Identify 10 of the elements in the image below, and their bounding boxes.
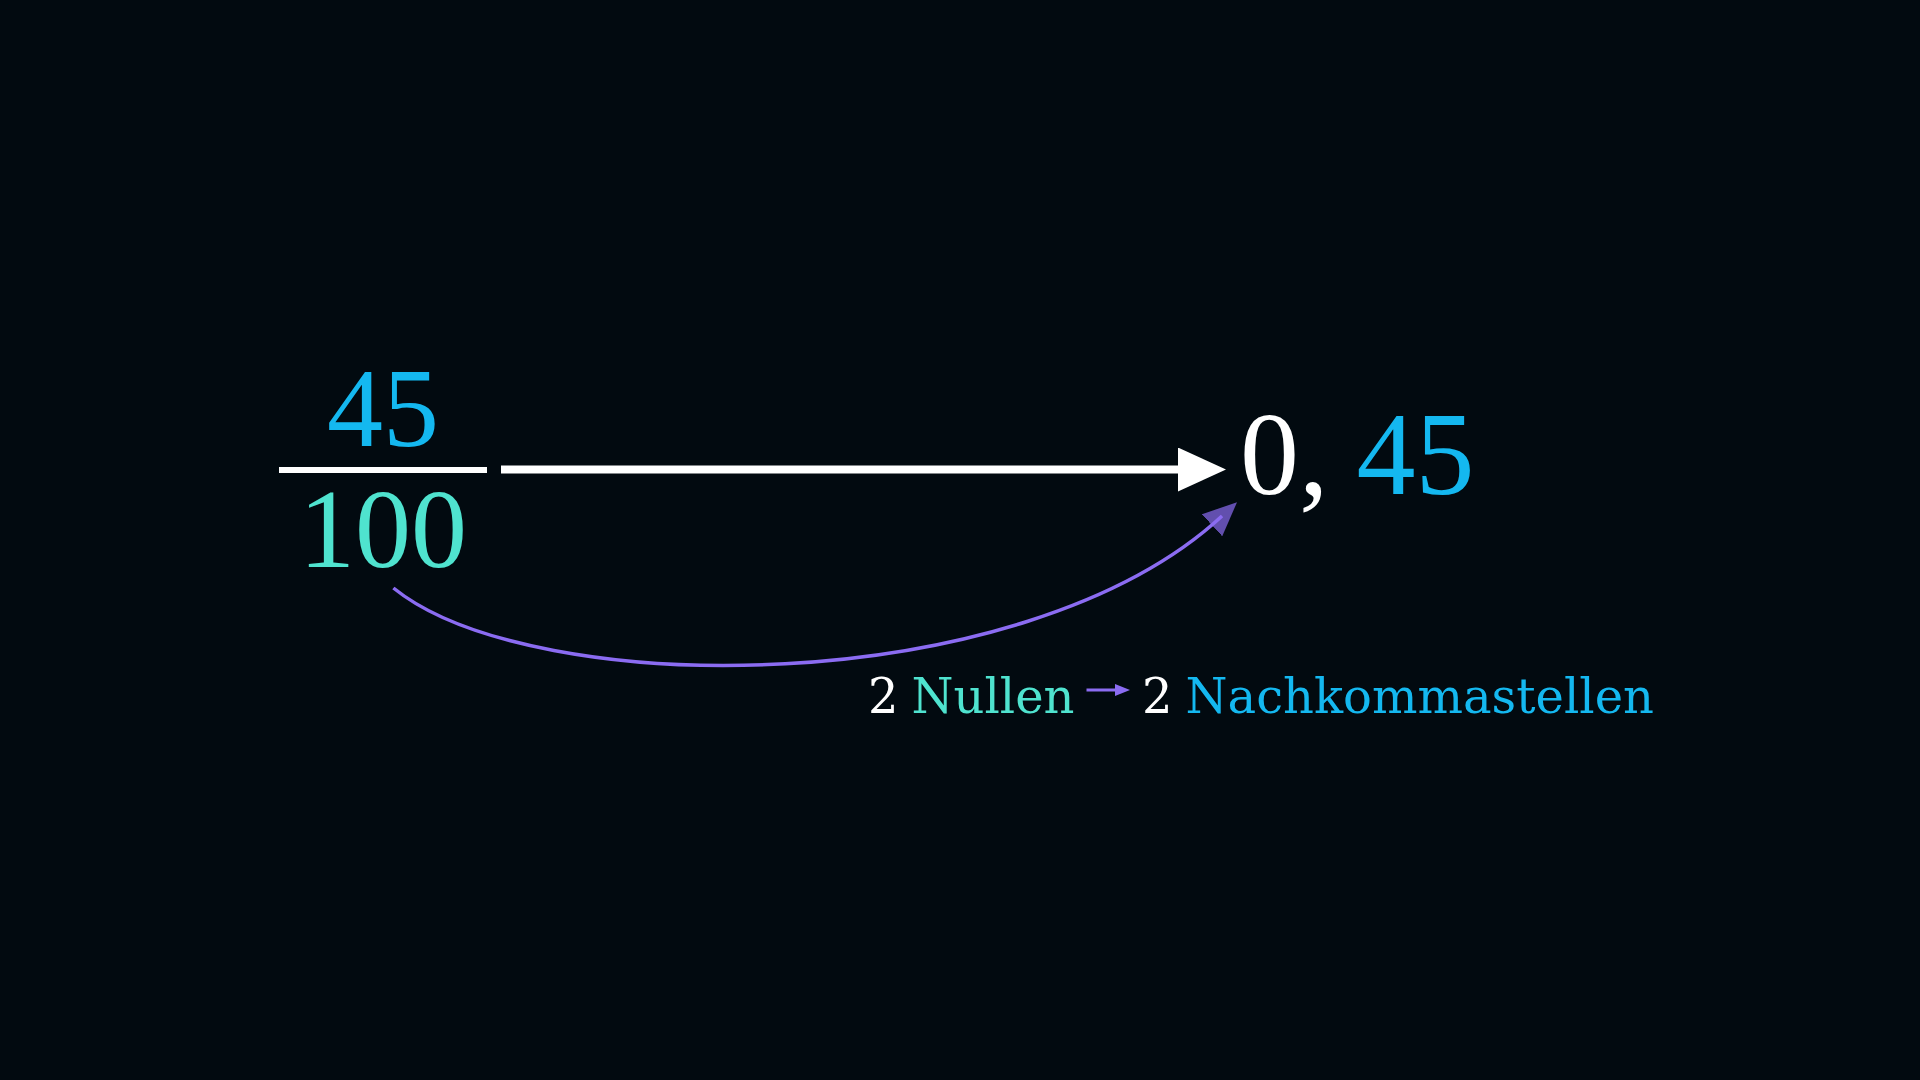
- denominator: 100: [299, 473, 467, 585]
- caption-text: 2: [1142, 672, 1173, 720]
- caption-text: Nullen: [911, 672, 1075, 720]
- arrow: [1086, 684, 1130, 696]
- arrow: [392, 503, 1239, 667]
- numerator: 45: [327, 352, 439, 464]
- decimal-number: 0,: [1240, 396, 1329, 514]
- caption-text: 2: [868, 672, 899, 720]
- caption-text: Nachkommastellen: [1185, 672, 1654, 720]
- decimal-number: 45: [1356, 396, 1475, 514]
